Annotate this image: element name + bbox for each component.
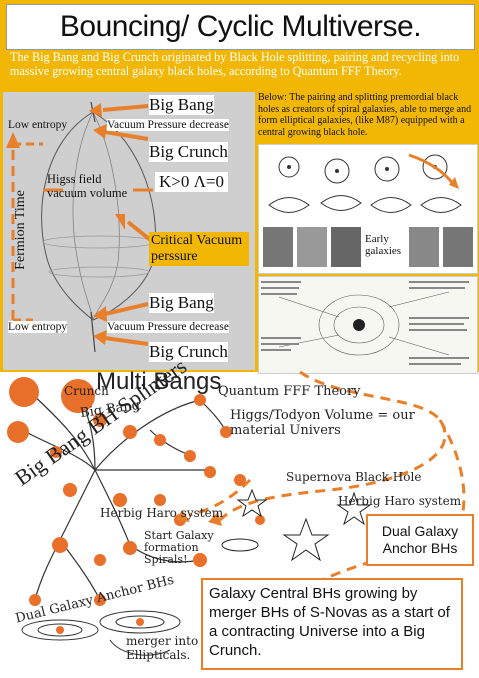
black-hole-notes-sketch	[261, 281, 469, 365]
higgs-toduyon-label: Higgs/Todyon Volume = our material Unive…	[230, 408, 415, 438]
merger-label: merger into Ellipticals.	[126, 634, 199, 662]
big-bang-top-label: Big Bang	[149, 95, 214, 115]
page-title: Bouncing/ Cyclic Multiverse.	[6, 4, 475, 50]
intro-text: The Big Bang and Big Crunch originated b…	[10, 50, 460, 78]
fermion-time-label: Fermion Time	[13, 190, 28, 270]
herbig-haro-left-label: Herbig Haro system	[100, 506, 224, 520]
k-lambda-label: K>0 Λ=0	[155, 172, 229, 192]
black-hole-notes-figure	[258, 276, 478, 374]
cosmology-diagram: Big Bang Low entropy Vacuum Pressure dec…	[3, 92, 255, 370]
low-entropy-bottom-label: Low entropy	[8, 321, 68, 333]
big-bang-bottom-label: Big Bang	[149, 293, 214, 313]
dual-galaxy-left-label: Dual Galaxy Anchor BHs	[14, 572, 176, 627]
higgs-field-label: Higss field vacuum volume	[47, 172, 128, 200]
galaxy-formation-figure: Early galaxies	[258, 144, 478, 274]
multi-bangs-label: Multi Bangs	[96, 368, 222, 395]
early-galaxies-label: Early galaxies	[365, 233, 409, 257]
vacuum-pressure-top-label: Vacuum Pressure decrease	[107, 119, 229, 131]
low-entropy-top-label: Low entropy	[8, 119, 68, 131]
crunch-label: Crunch	[64, 384, 109, 398]
dual-galaxy-box: Dual Galaxy Anchor BHs	[366, 514, 474, 566]
vacuum-pressure-bottom-label: Vacuum Pressure decrease	[107, 321, 229, 333]
bottom-explanation-box: Galaxy Central BHs growing by merger BHs…	[201, 578, 463, 670]
galaxy-formation-sketch	[263, 153, 473, 267]
critical-vacuum-label: Critical Vacuum perssure	[149, 232, 249, 266]
supernova-bh-label: Supernova Black Hole	[286, 470, 422, 484]
cosmology-sketch	[6, 101, 156, 353]
quantum-fff-label: Quantum FFF Theory	[218, 384, 361, 399]
right-caption: Below: The pairing and splitting premord…	[258, 92, 472, 138]
herbig-haro-right-label: Herbig Haro system	[338, 494, 462, 508]
big-crunch-bottom-label: Big Crunch	[149, 342, 228, 362]
start-galaxy-label: Start Galaxy formation Spirals!	[144, 529, 214, 566]
big-crunch-top-label: Big Crunch	[149, 142, 228, 162]
